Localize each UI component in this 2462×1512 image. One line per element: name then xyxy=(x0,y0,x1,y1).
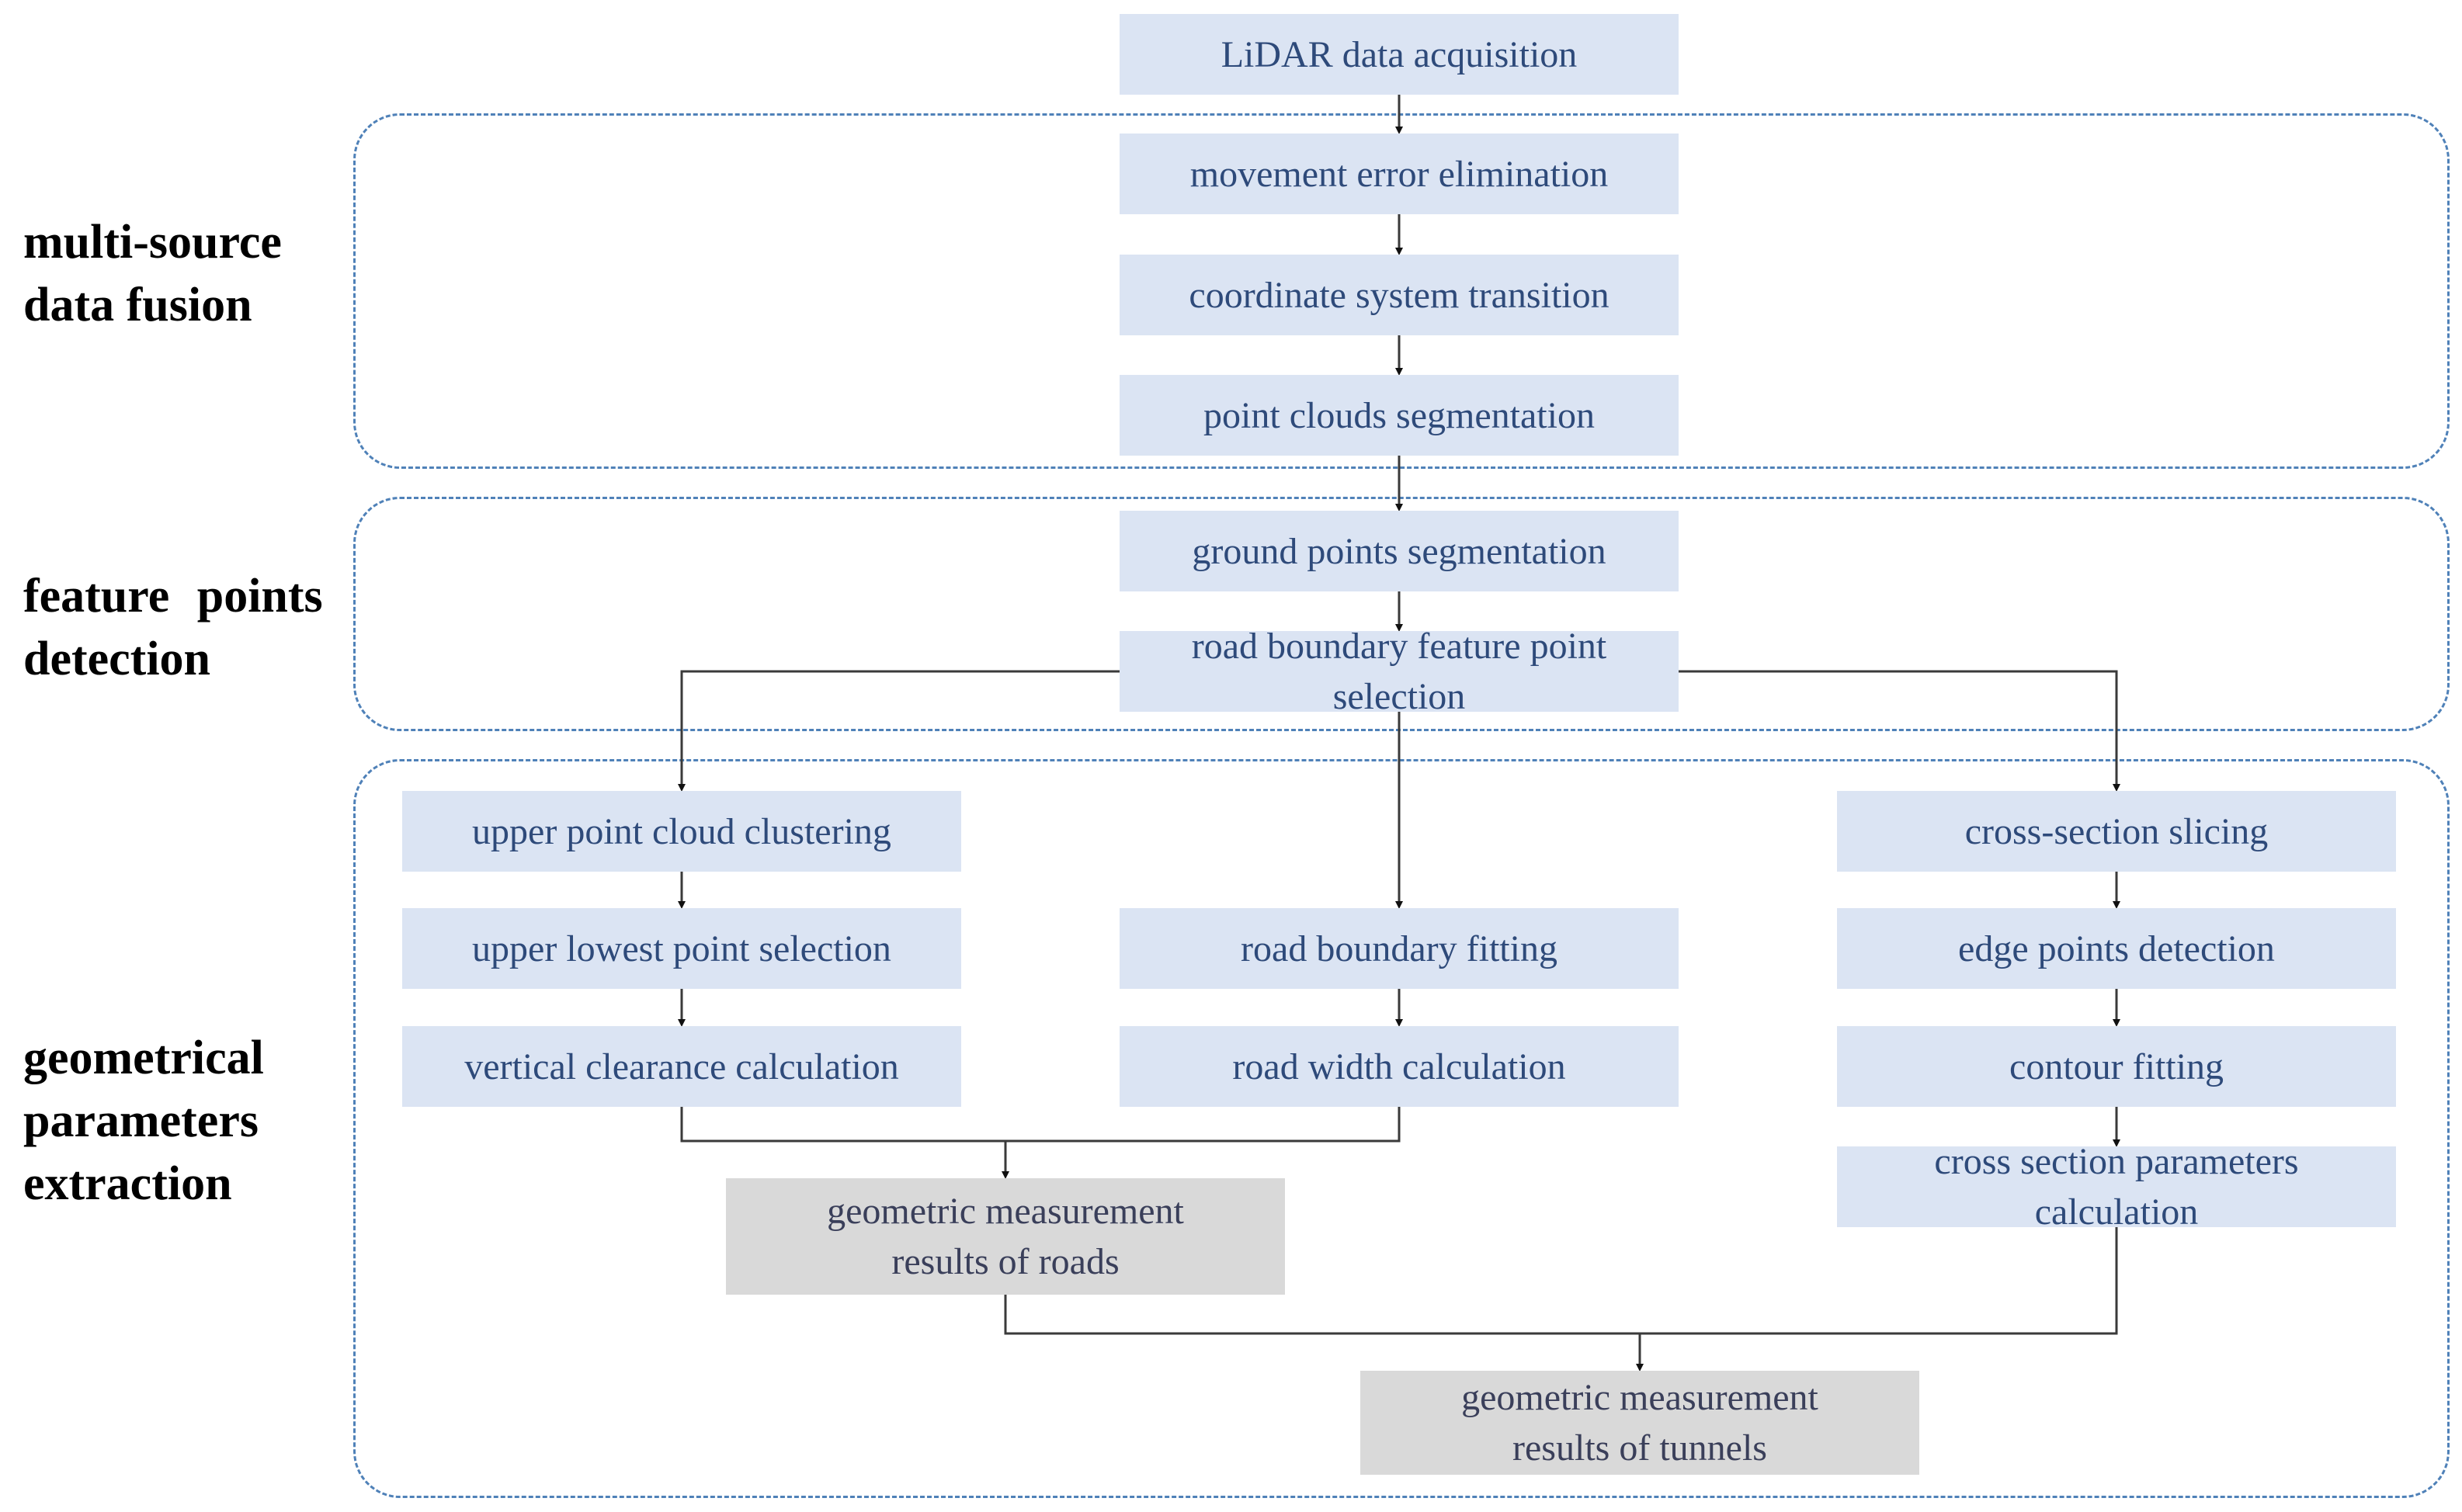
node-boundary-feature-selection: road boundary feature point selection xyxy=(1120,626,1679,717)
node-tunnel-results: geometric measurement results of tunnels xyxy=(1360,1371,1919,1475)
node-cross-section-parameters: cross section parameters calculation xyxy=(1837,1141,2396,1233)
node-text: LiDAR data acquisition xyxy=(1221,33,1578,75)
node-text: ground points segmentation xyxy=(1192,530,1606,572)
fusion-group xyxy=(353,113,2450,469)
node-cross-section-slicing: cross-section slicing xyxy=(1837,791,2396,872)
node-text: road width calculation xyxy=(1232,1046,1566,1087)
node-text: cross section parameters calculation xyxy=(1934,1141,2299,1233)
node-ground-segmentation: ground points segmentation xyxy=(1120,511,1679,591)
detection-group xyxy=(353,497,2450,731)
arrow-feature-to-slicing xyxy=(1679,670,2120,792)
arrow-feature-to-clustering xyxy=(678,670,1120,792)
node-movement-error: movement error elimination xyxy=(1120,134,1679,214)
node-edge-points: edge points detection xyxy=(1837,908,2396,989)
node-upper-clustering: upper point cloud clustering xyxy=(402,791,961,872)
stage-label-extraction: geometrical parameters extraction xyxy=(23,1032,264,1210)
node-contour-fitting: contour fitting xyxy=(1837,1026,2396,1107)
node-text: geometric measurement results of roads xyxy=(827,1191,1184,1282)
stage-label-detection: feature points detection xyxy=(23,570,323,685)
node-boundary-fitting: road boundary fitting xyxy=(1120,908,1679,989)
node-text: point clouds segmentation xyxy=(1203,394,1595,436)
node-lidar-acquisition: LiDAR data acquisition xyxy=(1120,14,1679,95)
node-road-results: geometric measurement results of roads xyxy=(726,1178,1285,1295)
connector-clearance-merge xyxy=(680,1107,1401,1143)
node-text: geometric measurement results of tunnels xyxy=(1461,1377,1818,1469)
stage-label-fusion: multi-source data fusion xyxy=(23,216,282,331)
extraction-group xyxy=(353,759,2450,1498)
node-text: upper point cloud clustering xyxy=(472,810,891,852)
node-text: road boundary fitting xyxy=(1241,928,1557,969)
node-text: coordinate system transition xyxy=(1189,274,1610,316)
node-text: edge points detection xyxy=(1958,928,2275,969)
node-road-width: road width calculation xyxy=(1120,1026,1679,1107)
node-vertical-clearance: vertical clearance calculation xyxy=(402,1026,961,1107)
connector-results-merge xyxy=(1004,1227,2118,1335)
node-point-cloud-segmentation: point clouds segmentation xyxy=(1120,375,1679,456)
node-text: cross-section slicing xyxy=(1964,810,2269,852)
node-text: contour fitting xyxy=(2009,1046,2224,1087)
node-coordinate-transition: coordinate system transition xyxy=(1120,255,1679,335)
node-text: vertical clearance calculation xyxy=(464,1046,899,1087)
node-upper-lowest-point: upper lowest point selection xyxy=(402,908,961,989)
node-text: movement error elimination xyxy=(1189,153,1609,195)
node-text: upper lowest point selection xyxy=(472,928,891,969)
node-text: road boundary feature point selection xyxy=(1191,626,1607,717)
